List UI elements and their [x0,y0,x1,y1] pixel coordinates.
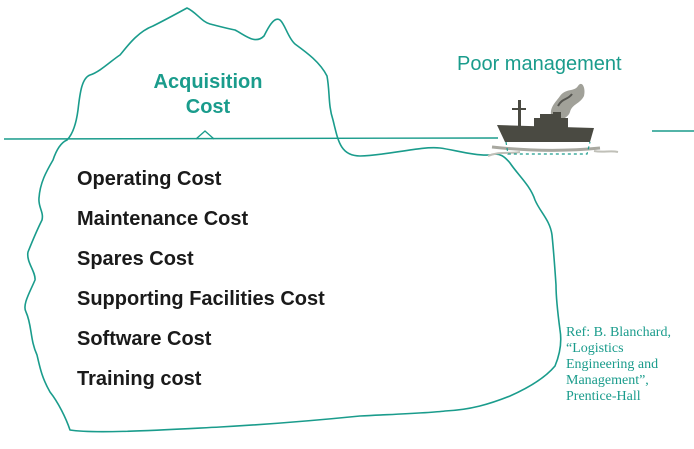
waterline-left [3,137,499,140]
submerged-hull-outline [505,141,591,155]
hidden-cost-item: Spares Cost [77,248,194,270]
reference-line: Engineering and [566,357,659,372]
hidden-cost-item: Maintenance Cost [77,208,249,230]
hidden-cost-list: Operating Cost Maintenance Cost Spares C… [77,166,325,406]
hidden-cost-item: Software Cost [77,328,212,350]
reference-line: “Logistics [566,341,624,356]
hidden-cost-item: Operating Cost [77,168,222,190]
poor-management-label: Poor management [457,53,622,75]
acquisition-cost-label: Acquisition Cost [148,70,268,120]
hidden-cost-item: Supporting Facilities Cost [77,288,325,310]
acquisition-cost-line2: Cost [185,96,231,118]
iceberg-notch [195,130,215,140]
iceberg-outline [24,7,562,433]
acquisition-cost-line1: Acquisition [153,71,263,93]
ship-icon [487,83,619,157]
reference-line: Management”, [566,373,649,388]
reference-note: Ref: B. Blanchard, “Logistics Engineerin… [566,325,694,405]
reference-line: Ref: B. Blanchard, [566,325,671,340]
reference-line: Prentice-Hall [566,389,641,404]
hidden-cost-item: Training cost [77,368,202,390]
